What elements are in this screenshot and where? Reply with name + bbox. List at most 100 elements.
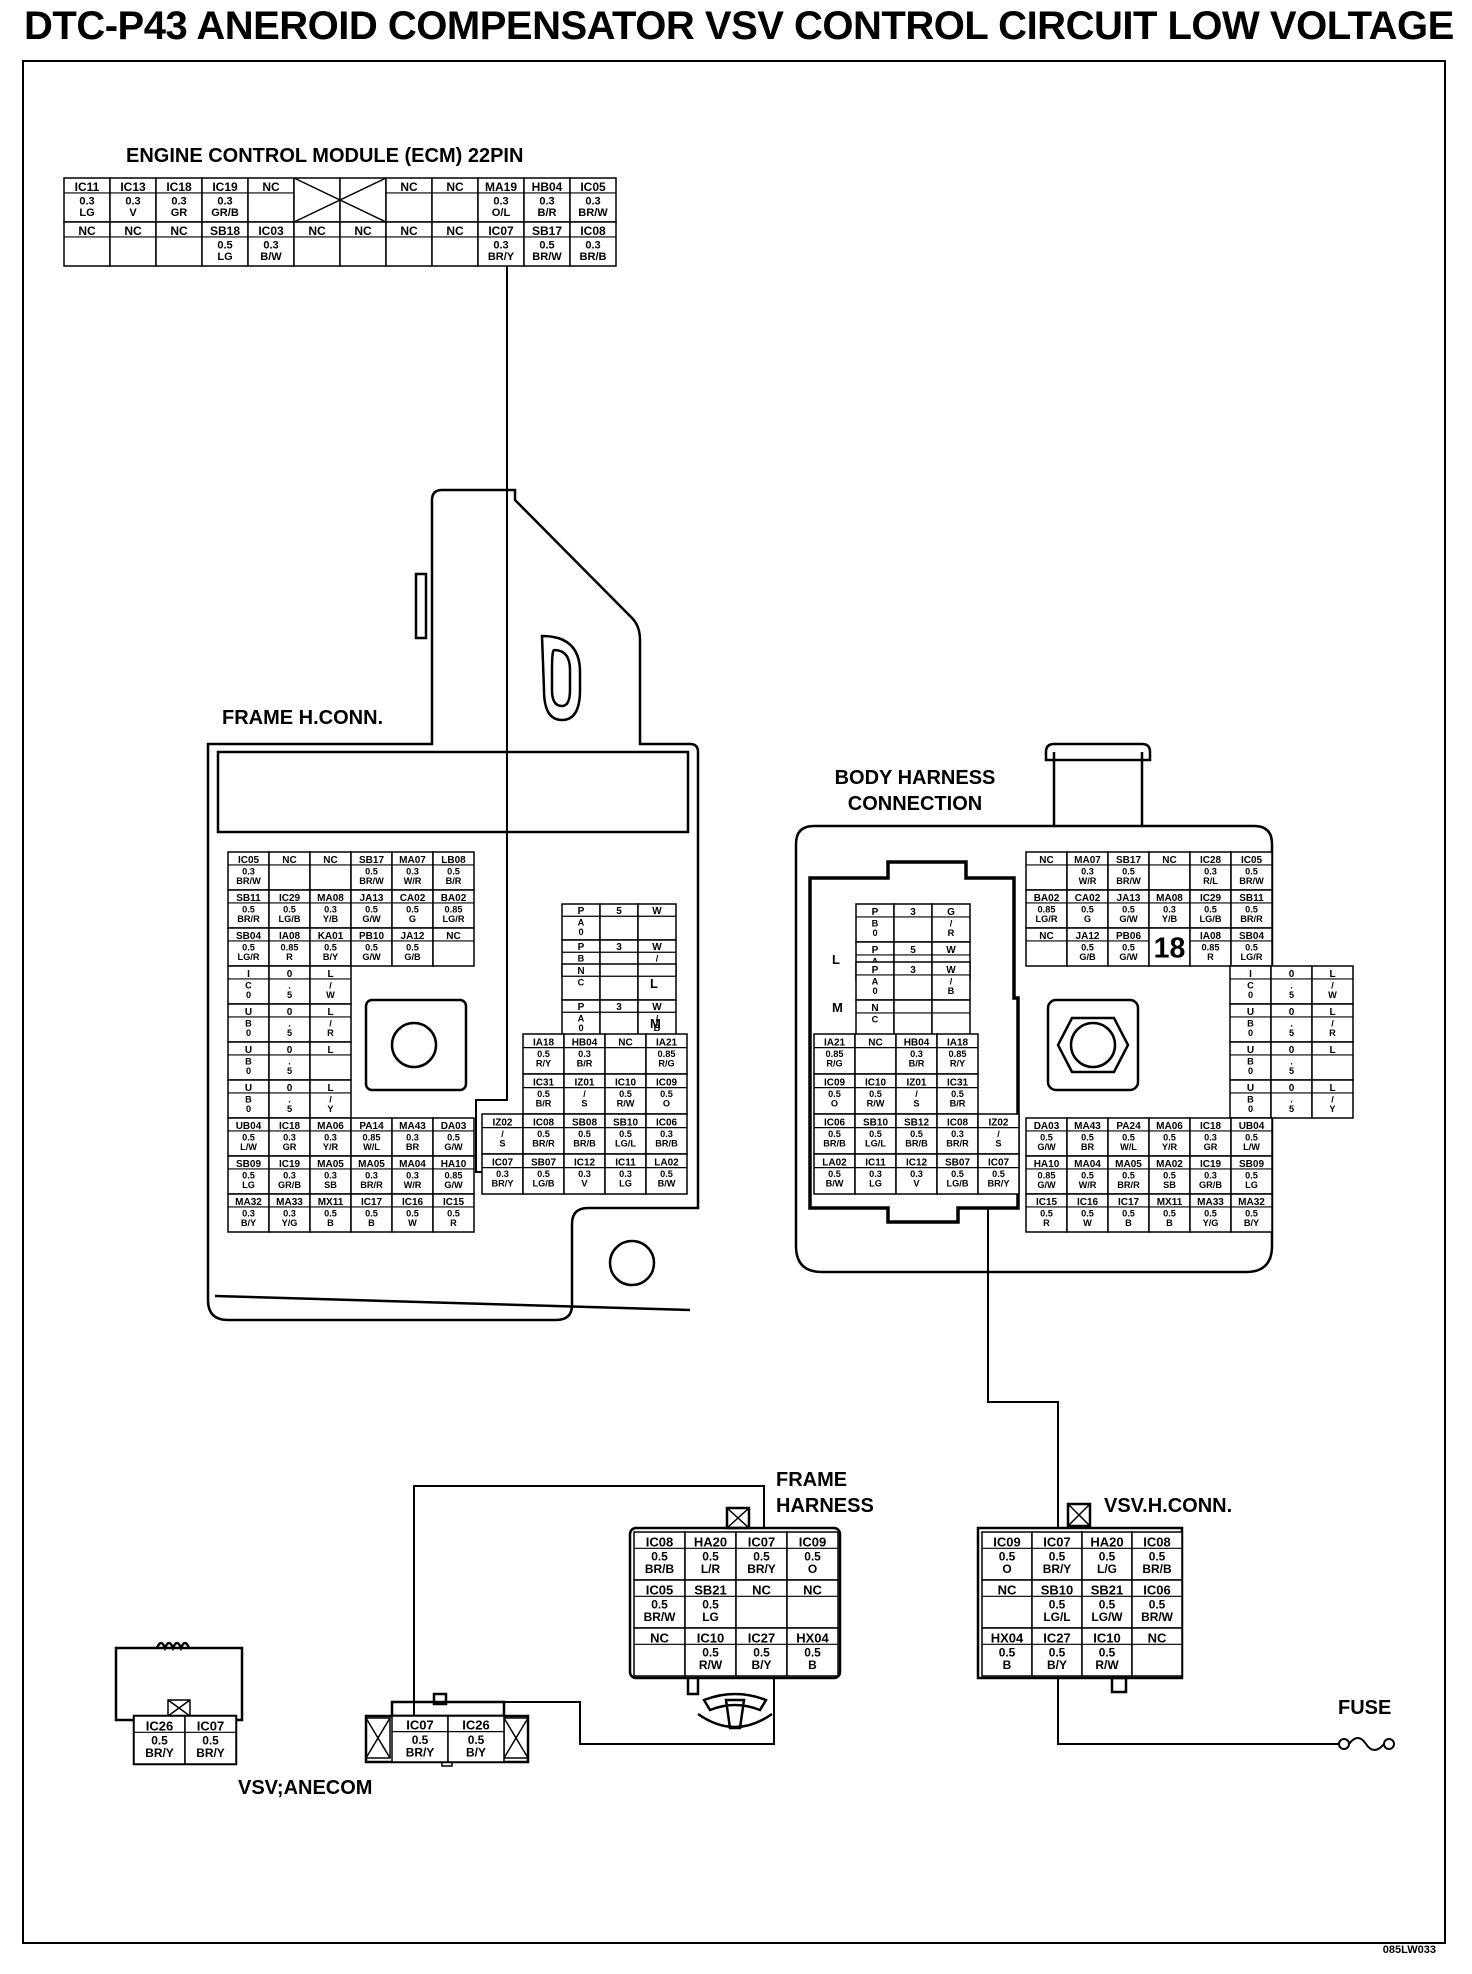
pin-id: IC11 xyxy=(75,180,100,194)
pin-color: W/R xyxy=(404,1180,422,1190)
pin-cell: 0.5 xyxy=(268,1041,311,1081)
pin-gauge: 0.5 xyxy=(1099,1550,1116,1564)
pin-id: IC11 xyxy=(615,1158,636,1169)
pin-color: W/R xyxy=(404,876,422,886)
pin-gauge: 0.3 xyxy=(585,239,600,251)
pin-color: 0 xyxy=(872,986,877,996)
pin-cell: NC xyxy=(1025,851,1068,891)
pin-color: LG/L xyxy=(615,1139,636,1149)
pin-id: SB07 xyxy=(945,1158,970,1169)
pin-cell: 0.5 xyxy=(1270,965,1313,1005)
pin-gauge: 0.5 xyxy=(1081,1208,1094,1218)
pin-color: O xyxy=(831,1099,838,1109)
pin-id: NC xyxy=(446,180,464,194)
pin-gauge: 0.5 xyxy=(828,1169,841,1179)
pin-color: Y/G xyxy=(1203,1218,1219,1228)
pin-id: JA12 xyxy=(1076,931,1100,942)
pin-gauge: / xyxy=(329,980,332,990)
pin-color: BR/W xyxy=(532,251,562,263)
pin-color: BR/W xyxy=(1239,876,1264,886)
pin-cell xyxy=(339,177,387,223)
pin-id: 3 xyxy=(910,965,916,976)
pin-gauge: / xyxy=(915,1089,918,1099)
pin-color: V xyxy=(913,1179,920,1189)
pin-id: 0 xyxy=(287,1083,293,1094)
pin-color: G/W xyxy=(444,1180,463,1190)
pin-cell: PA0 xyxy=(561,999,601,1037)
pin-color: GR xyxy=(1204,1142,1218,1152)
pin-gauge: 0.85 xyxy=(1038,904,1056,914)
pin-gauge: 0.5 xyxy=(1099,1598,1116,1612)
pin-id: SB10 xyxy=(613,1118,638,1129)
pin-cell: L/R xyxy=(309,1003,352,1043)
pin-gauge: B xyxy=(245,1094,252,1104)
pin-id: MA04 xyxy=(1074,1159,1101,1170)
pin-cell: NC xyxy=(385,177,433,223)
pin-color: Y/R xyxy=(1162,1142,1178,1152)
pin-gauge: 0.5 xyxy=(151,1734,168,1748)
pin-gauge: 0.5 xyxy=(447,1132,460,1142)
pin-id: IA18 xyxy=(947,1038,969,1049)
pin-color: GR/B xyxy=(211,207,239,219)
pin-gauge: 0.5 xyxy=(804,1550,821,1564)
pin-color: B/Y xyxy=(1244,1218,1259,1228)
pin-cell: PA0 xyxy=(561,903,601,941)
pin-gauge: C xyxy=(578,978,585,988)
pin-id: L xyxy=(327,1083,333,1094)
pin-gauge: 0.5 xyxy=(242,1132,255,1142)
pin-cell: UB0 xyxy=(1229,1003,1272,1043)
body-harness-housing xyxy=(794,742,1274,1274)
pin-gauge: 0.5 xyxy=(365,942,378,952)
pin-color: 0 xyxy=(1248,990,1253,1000)
pin-color: W xyxy=(326,990,335,1000)
pin-gauge: 0.5 xyxy=(539,239,554,251)
pin-id: L xyxy=(1329,1083,1335,1094)
pin-id: MA02 xyxy=(1156,1159,1183,1170)
pin-gauge: 0.5 xyxy=(1204,904,1217,914)
pin-id: SB10 xyxy=(863,1118,888,1129)
pin-color: BR/W xyxy=(236,876,261,886)
pin-id: MA43 xyxy=(399,1121,426,1132)
pin-color: 0 xyxy=(246,1104,251,1114)
wire-frame-ic07 xyxy=(413,1485,765,1716)
pin-id: NC xyxy=(446,931,460,942)
pin-color: B/R xyxy=(909,1059,925,1069)
pin-cell: 3 xyxy=(893,903,933,943)
pin-id: W xyxy=(946,965,956,976)
pin-gauge: 0.5 xyxy=(619,1129,632,1139)
pin-id: BA02 xyxy=(1034,893,1060,904)
pin-gauge: 0.5 xyxy=(660,1169,673,1179)
pin-color: G/B xyxy=(1079,952,1096,962)
pin-id: IC07 xyxy=(748,1534,775,1549)
pin-gauge: 0.85 xyxy=(1202,942,1220,952)
pin-gauge: / xyxy=(656,1014,659,1024)
pin-id: IC06 xyxy=(824,1118,846,1129)
pin-id: IC10 xyxy=(615,1078,637,1089)
pin-cell: 0.5 xyxy=(1270,1079,1313,1119)
pin-gauge: 0.5 xyxy=(828,1129,841,1139)
pin-id: 5 xyxy=(910,945,916,956)
pin-gauge: 0.3 xyxy=(324,1132,337,1142)
pin-cell: NC xyxy=(339,221,387,267)
pin-color: LG/R xyxy=(443,914,465,924)
